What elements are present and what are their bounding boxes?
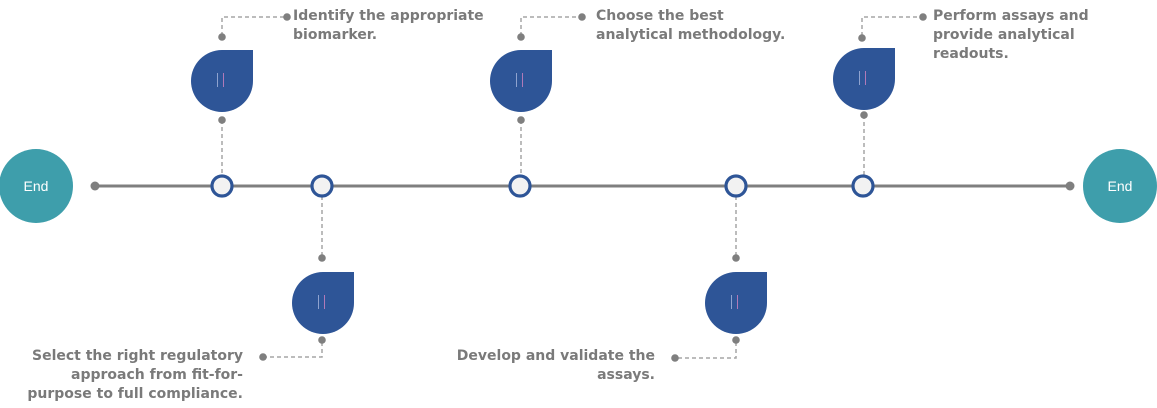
- axis-start-dot: [90, 181, 100, 191]
- step-1-drop: [191, 50, 253, 112]
- step-1-label: Identify the appropriate biomarker.: [293, 8, 484, 43]
- timeline-marker-step-1: [210, 174, 234, 198]
- step-5-label: Perform assays and provide analytical re…: [933, 8, 1089, 62]
- pause-bars-icon: [729, 295, 743, 311]
- connector-dot: [578, 13, 586, 21]
- step-2-drop: [292, 272, 354, 334]
- connector-dot: [671, 354, 679, 362]
- end-end-cap: End: [1083, 149, 1157, 223]
- pause-bars-icon: [857, 71, 871, 87]
- connector-step-3: [520, 16, 582, 176]
- connector-dot: [919, 13, 927, 21]
- connector-step-4: [675, 196, 737, 359]
- connector-dot: [283, 13, 291, 21]
- axis-end-dot: [1065, 181, 1075, 191]
- connector-dot: [318, 336, 326, 344]
- connector-dot: [218, 116, 226, 124]
- connector-step-1: [221, 16, 287, 176]
- step-4-drop: [705, 272, 767, 334]
- pause-bars-icon: [514, 73, 528, 89]
- connector-dot: [517, 116, 525, 124]
- end-cap-label: End: [1107, 178, 1133, 194]
- connector-dot: [517, 33, 525, 41]
- connector-dot: [732, 336, 740, 344]
- timeline-marker-step-2: [310, 174, 334, 198]
- connector-dot: [732, 254, 740, 262]
- step-3-drop: [490, 50, 552, 112]
- connector-dot: [318, 254, 326, 262]
- connector-dot: [858, 34, 866, 42]
- connector-step-5: [861, 16, 923, 176]
- step-2-label: Select the right regulatory approach fro…: [27, 348, 243, 402]
- connector-step-2: [263, 196, 323, 358]
- step-5-drop: [833, 48, 895, 110]
- connector-dot: [218, 33, 226, 41]
- timeline-marker-step-5: [851, 174, 875, 198]
- timeline-marker-step-3: [508, 174, 532, 198]
- pause-bars-icon: [215, 73, 229, 89]
- connector-dot: [259, 353, 267, 361]
- start-end-cap: End: [0, 149, 73, 223]
- step-3-label: Choose the best analytical methodology.: [596, 8, 786, 43]
- start-cap-label: End: [23, 178, 49, 194]
- timeline-marker-step-4: [724, 174, 748, 198]
- connector-dot: [860, 111, 868, 119]
- step-4-label: Develop and validate the assays.: [456, 348, 655, 383]
- pause-bars-icon: [316, 295, 330, 311]
